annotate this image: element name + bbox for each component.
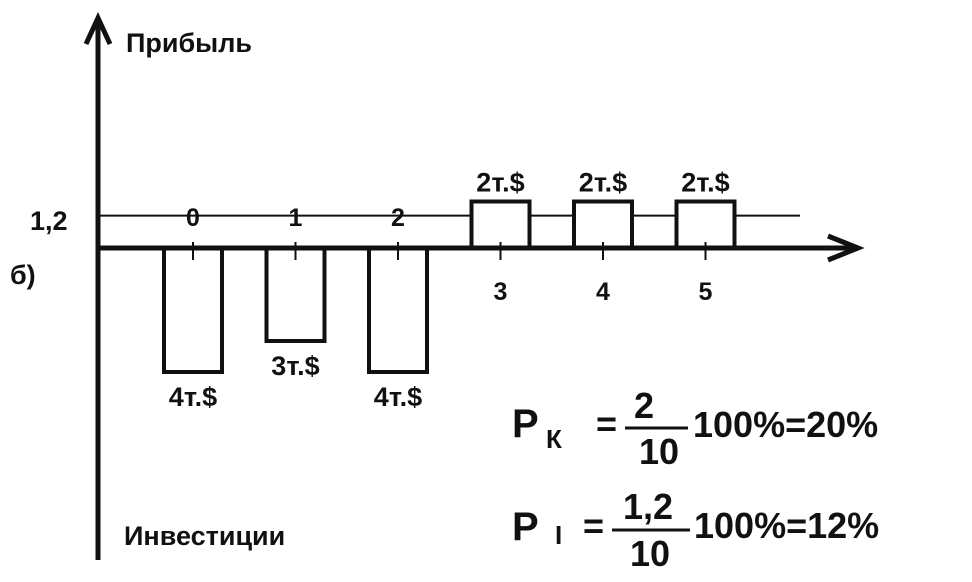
x-tick-label: 4 [596,278,610,306]
x-axis-bottom-label: Инвестиции [124,521,285,551]
bar-value-label: 3т.$ [271,351,319,381]
bar [469,199,532,250]
formula-pk-rest: 100%=20% [693,404,878,445]
x-tick-label: 3 [494,278,508,306]
formula-pk-subscript: К [546,424,562,454]
x-tick-label: 0 [186,204,200,232]
formula-pi-denominator: 10 [630,533,670,574]
formula-pi-numerator: 1,2 [623,486,673,527]
x-tick-label: 1 [289,204,303,232]
bar-value-label: 2т.$ [476,168,524,198]
bar-value-label: 4т.$ [374,382,422,412]
bar-value-label: 2т.$ [681,168,729,198]
formula-pi-rest: 100%=12% [694,505,879,546]
bar [264,246,327,343]
chart-marks: 0 4т.$ 1 3т.$ 2 4т.$ 3 2т.$ 4 2т.$ 5 2т.$ [162,168,737,412]
formula-pi: P I = 1,2 10 100%=12% [512,486,879,574]
y-axis-arrow [83,12,113,46]
x-tick-label: 2 [391,204,405,232]
formula-pk-numerator: 2 [634,385,654,426]
formula-pk-denominator: 10 [639,431,679,472]
bar [572,199,634,250]
bar [674,199,737,250]
bar-value-label: 4т.$ [169,382,217,412]
formula-pk-equals: = [596,403,617,444]
formula-pk: P К = 2 10 100%=20% [512,385,878,472]
x-tick-label: 5 [699,278,713,306]
bar [162,246,224,374]
panel-label: б) [10,260,36,290]
level-line-label: 1,2 [30,206,68,236]
formula-pk-symbol: P [512,402,539,446]
x-axis-arrow [827,233,865,263]
bar [367,246,429,374]
formula-pi-symbol: P [512,505,539,549]
formula-pi-subscript: I [555,520,562,550]
bar-value-label: 2т.$ [579,168,627,198]
y-axis-label: Прибыль [126,28,252,58]
formula-pi-equals: = [583,505,604,546]
